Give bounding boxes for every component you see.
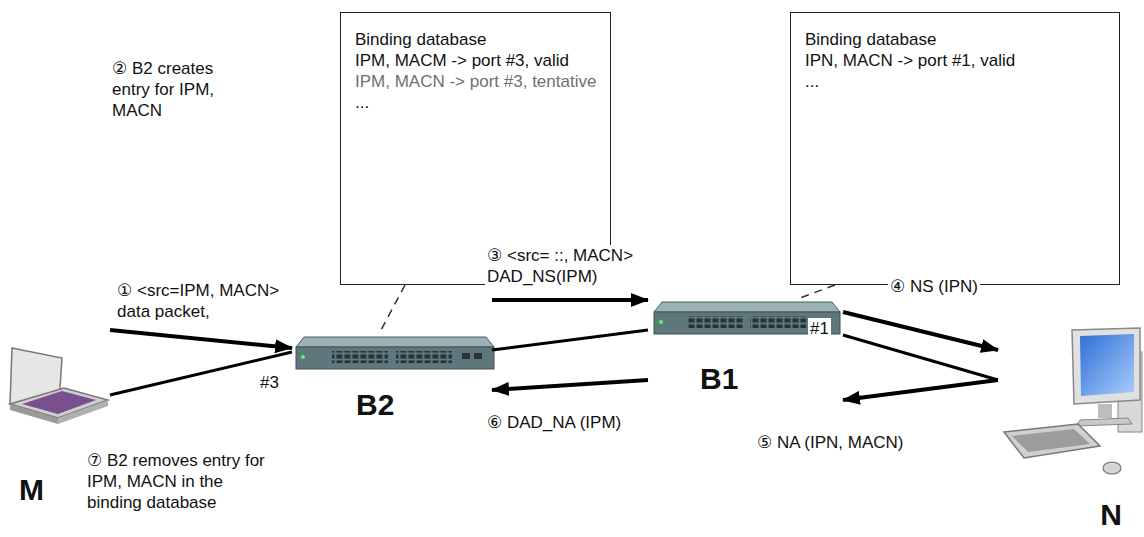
device-name: N <box>998 498 1122 532</box>
binding-entry: IPM, MACN -> port #3, tentative <box>355 71 596 92</box>
network-link <box>843 335 998 380</box>
network-device: B1 <box>648 298 843 396</box>
step-note: ⑦ B2 removes entry for IPM, MACN in the … <box>85 450 279 513</box>
laptop-icon <box>10 348 108 424</box>
device-name: B2 <box>356 388 492 422</box>
port-number: #1 <box>808 318 831 339</box>
message-label: ③ <src= ::, MACN> DAD_NS(IPM) <box>485 245 669 287</box>
message-arrow <box>110 330 292 348</box>
message-label: ⑥ DAD_NA (IPM) <box>485 412 623 433</box>
message-label: ④ NS (IPN) <box>888 276 980 297</box>
message-label: ① <src=IPM, MACN> data packet, <box>115 280 299 322</box>
box-heading: Binding database <box>805 29 1105 50</box>
network-link <box>492 330 648 350</box>
message-arrow <box>843 312 998 350</box>
binding-database-box: Binding databaseIPN, MACN -> port #1, va… <box>790 12 1120 285</box>
binding-entry: IPN, MACN -> port #1, valid <box>805 50 1105 71</box>
desktop-computer-icon <box>1004 328 1142 474</box>
message-arrow <box>492 380 648 390</box>
leader-line <box>380 285 405 332</box>
binding-entry: IPM, MACM -> port #3, valid <box>355 50 596 71</box>
box-heading: Binding database <box>355 29 596 50</box>
port-number: #3 <box>258 372 281 393</box>
network-link <box>110 352 292 395</box>
binding-entry: ... <box>355 92 596 113</box>
message-arrow <box>492 298 648 302</box>
binding-entry: ... <box>805 71 1105 92</box>
device-name: B1 <box>700 362 843 396</box>
step-note: ② B2 creates entry for IPM, MACN <box>110 58 254 121</box>
leader-line <box>800 285 835 298</box>
network-device: N <box>998 326 1140 532</box>
message-arrow <box>843 380 998 400</box>
message-label: ⑤ NA (IPN, MACN) <box>755 432 906 453</box>
switch-icon <box>296 337 494 369</box>
network-device: B2 <box>292 332 492 422</box>
